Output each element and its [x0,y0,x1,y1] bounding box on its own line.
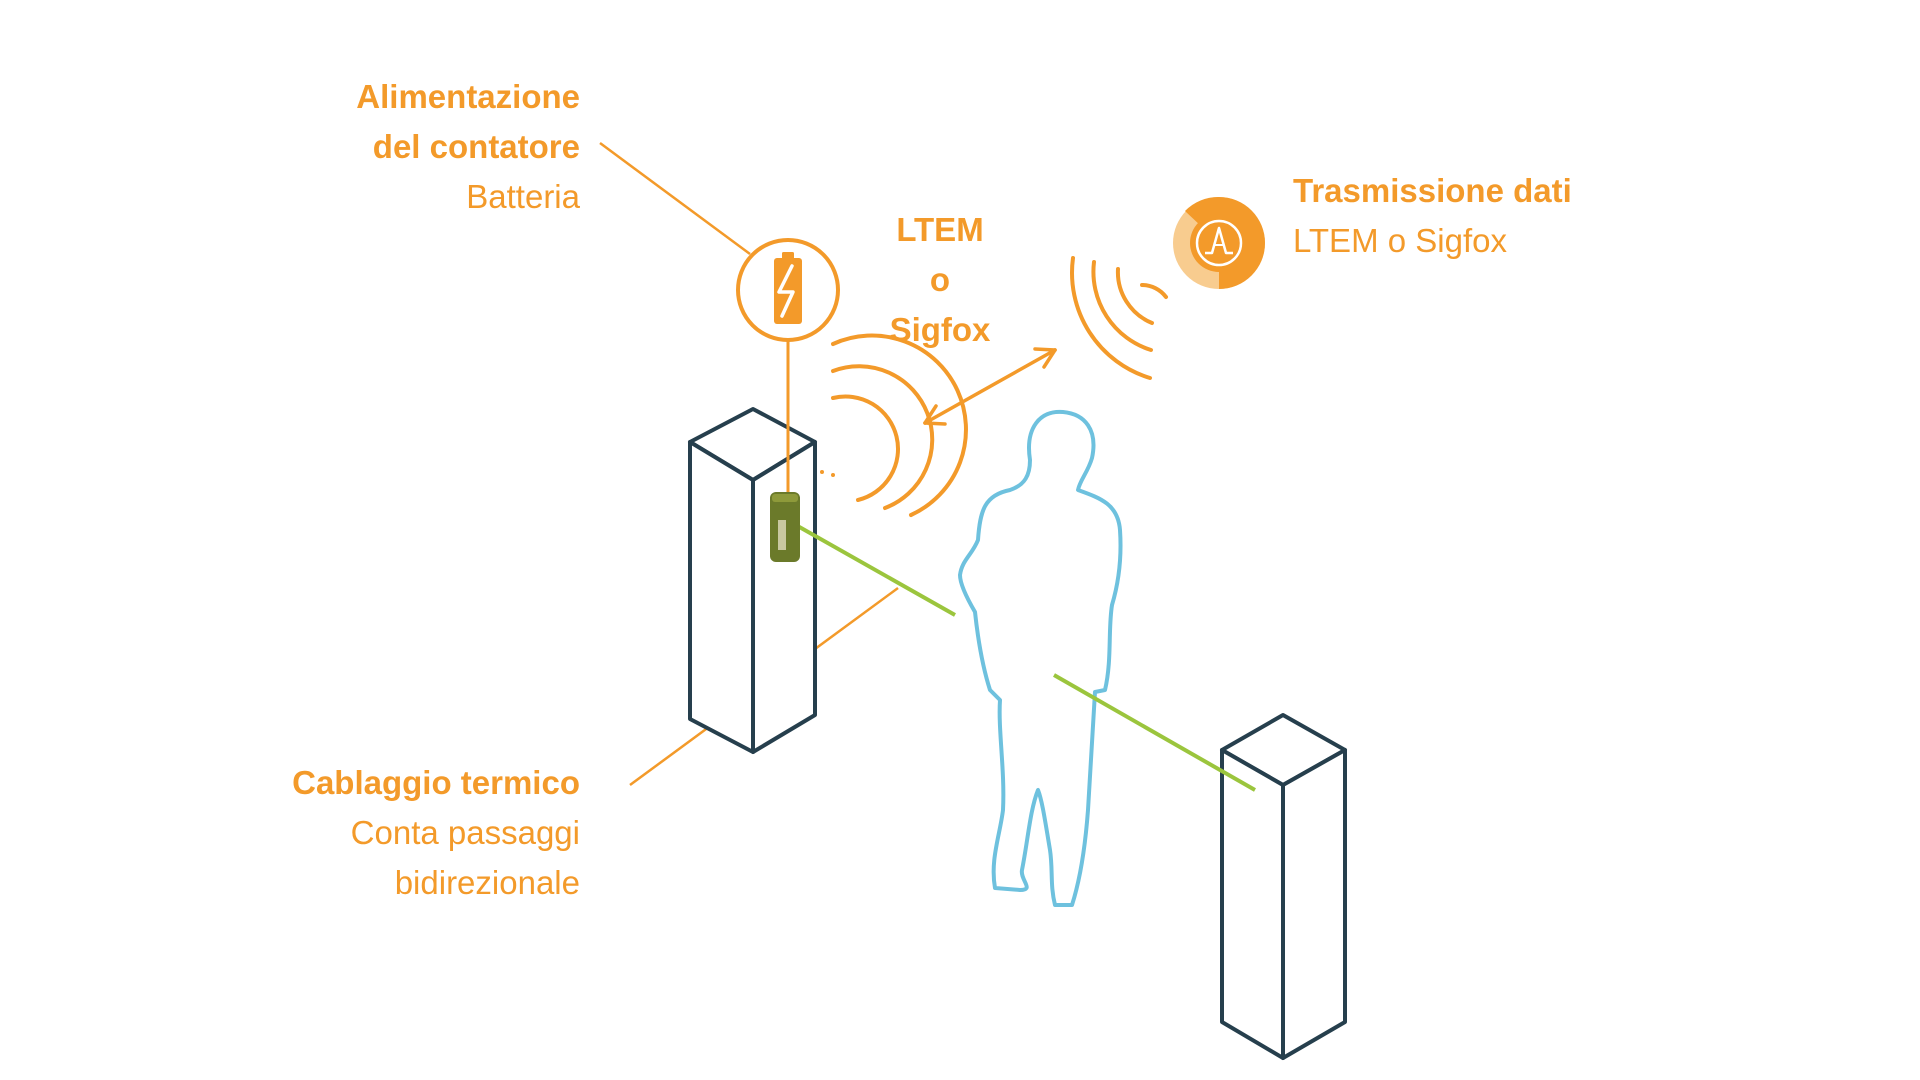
transmission-subtitle: LTEM o Sigfox [1293,222,1507,259]
cabling-title: Cablaggio termico [292,764,580,801]
cabling-subtitle-line1: Conta passaggi [350,814,580,851]
left-pillar [688,407,817,754]
signal-waves-icon [820,333,968,517]
transmission-label: Trasmissione dati LTEM o Sigfox [1293,166,1713,266]
power-subtitle: Batteria [466,178,580,215]
power-label: Alimentazione del contatore Batteria [280,72,580,222]
person-walking-icon [958,409,1123,907]
right-pillar [1220,713,1347,1060]
power-leader-line [599,141,751,256]
network-line3: Sigfox [889,311,991,348]
network-line1: LTEM [896,211,984,248]
signal-waves-icon [1070,256,1168,380]
power-title-line2: del contatore [372,128,580,165]
sensor-beam-left [786,518,956,617]
cabling-label: Cablaggio termico Conta passaggi bidirez… [220,758,580,908]
power-title-line1: Alimentazione [356,78,580,115]
transmission-title: Trasmissione dati [1293,172,1572,209]
antenna-a-icon [1173,196,1265,289]
sensor-beam-right [1053,673,1256,792]
sensor-device [770,492,800,562]
battery-charging-icon [736,238,840,342]
network-label: LTEM o Sigfox [860,205,1020,355]
network-line2: o [929,261,951,298]
bidirectional-arrow [923,347,1057,426]
cabling-subtitle-line2: bidirezionale [394,864,580,901]
